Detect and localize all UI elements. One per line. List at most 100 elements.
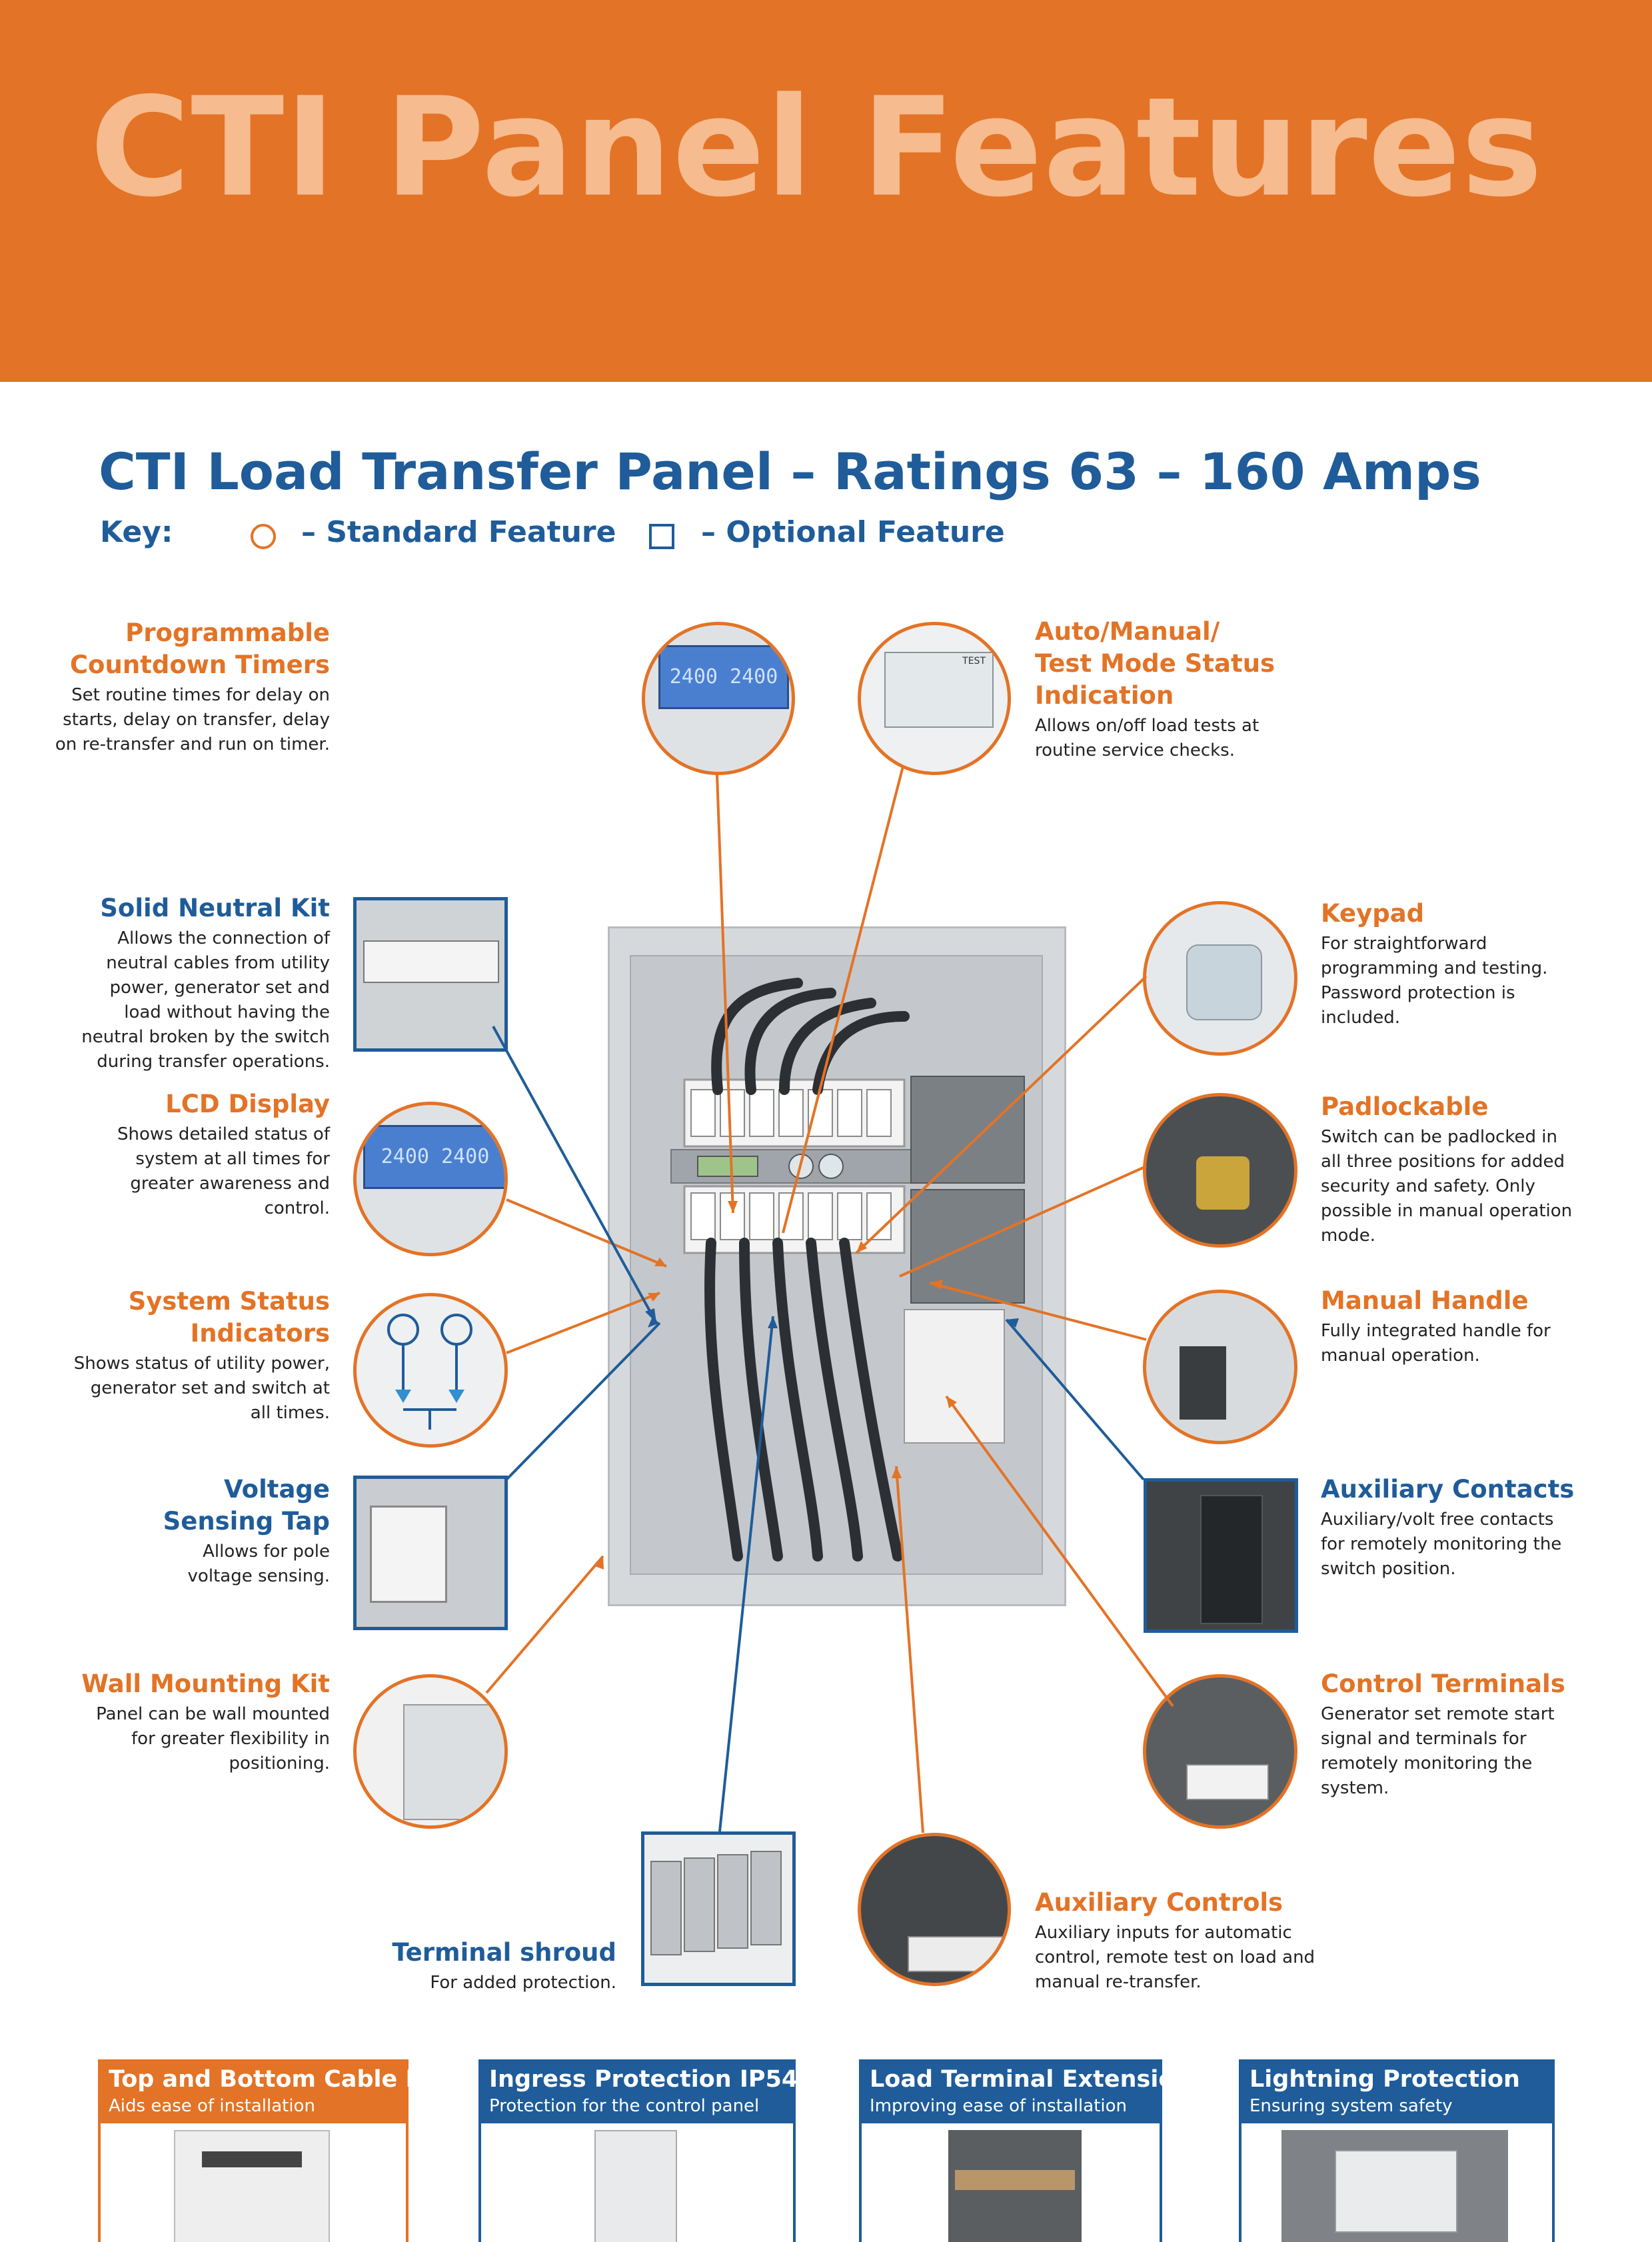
feature-terminal-shroud: Terminal shroud For added protection. — [217, 1936, 616, 1995]
feature-lcd-display: LCD Display Shows detailed status of sys… — [0, 1088, 330, 1221]
feature-desc: Panel can be wall mounted for greater fl… — [96, 1704, 330, 1773]
feature-title: Programmable — [125, 618, 330, 647]
lcd-screen: 2400 2400 — [363, 1125, 504, 1189]
system-status-thumbnail — [353, 1293, 508, 1448]
auxiliary-contacts-thumbnail — [1144, 1478, 1298, 1633]
feature-desc: Auxiliary inputs for automatic control, … — [1035, 1923, 1315, 1992]
feature-title: Auxiliary Contacts — [1321, 1475, 1575, 1504]
feature-title: Auto/Manual/ — [1035, 617, 1220, 646]
load-terminal-photo — [859, 2123, 1162, 2242]
wall-mounting-kit-thumbnail — [353, 1674, 508, 1829]
auxiliary-controls-thumbnail — [858, 1833, 1011, 1986]
voltage-sensing-tap-thumbnail — [353, 1476, 508, 1630]
status-schematic-icon — [387, 1314, 472, 1430]
feature-title: Wall Mounting Kit — [81, 1670, 330, 1698]
manual-handle-thumbnail — [1143, 1290, 1297, 1444]
feature-keypad: Keypad For straightforward programming a… — [1321, 897, 1641, 1030]
aux-contacts-leader-line — [1005, 1318, 1145, 1481]
feature-title: Indication — [1035, 681, 1174, 710]
band-cable-entry: Top and Bottom Cable Entry Aids ease of … — [98, 2059, 476, 2123]
feature-auxiliary-controls: Auxiliary Controls Auxiliary inputs for … — [1035, 1886, 1435, 1995]
feature-title: Keypad — [1321, 899, 1425, 928]
band-title: Ingress Protection IP54 — [489, 2066, 798, 2093]
feature-title: Sensing Tap — [163, 1507, 330, 1536]
feature-title: Padlockable — [1321, 1092, 1489, 1121]
surge-protector-illustration — [1281, 2130, 1508, 2242]
cable-entry-photo — [98, 2123, 409, 2242]
feature-title: Test Mode Status — [1035, 649, 1275, 678]
feature-control-terminals: Control Terminals Generator set remote s… — [1321, 1668, 1641, 1801]
feature-desc: Shows status of utility power, generator… — [73, 1354, 330, 1423]
solid-neutral-kit-thumbnail — [353, 897, 508, 1052]
status-leader-line — [506, 1292, 660, 1354]
padlock-icon — [1196, 1156, 1249, 1210]
band-subtitle: Protection for the control panel — [489, 2096, 760, 2116]
feature-title: Auxiliary Controls — [1035, 1888, 1283, 1917]
section-heading: CTI Load Transfer Panel – Ratings 63 – 1… — [99, 442, 1481, 501]
control-terminals-leader-line — [945, 1395, 1174, 1707]
lcd-leader-line — [506, 1198, 667, 1268]
neutral-terminal-block — [363, 940, 499, 983]
feature-desc: Switch can be padlocked in all three pos… — [1321, 1127, 1573, 1246]
standard-feature-circle-icon — [251, 524, 276, 549]
feature-title: System Status — [128, 1287, 330, 1316]
mounting-bracket — [403, 1704, 504, 1820]
feature-wall-mounting-kit: Wall Mounting Kit Panel can be wall moun… — [0, 1668, 330, 1776]
feature-desc: Set routine times for delay on starts, d… — [55, 685, 330, 754]
keypad-leader-line — [855, 975, 1148, 1254]
band-title: Load Terminal Extensions — [870, 2066, 1206, 2093]
feature-manual-handle: Manual Handle Fully integrated handle fo… — [1321, 1284, 1641, 1368]
ingress-protection-photo — [478, 2123, 796, 2242]
terminal-strip — [1186, 1764, 1269, 1800]
shroud-leader-line — [718, 1316, 774, 1832]
cable-gland-slot — [202, 2151, 302, 2167]
contact-module — [1200, 1495, 1263, 1624]
optional-feature-square-icon — [649, 524, 674, 549]
feature-desc: Generator set remote start signal and te… — [1321, 1704, 1555, 1798]
feature-solid-neutral-kit: Solid Neutral Kit Allows the connection … — [0, 892, 330, 1074]
shroud-illustration — [650, 1851, 782, 1955]
feature-desc: Shows detailed status of system at all t… — [117, 1124, 330, 1218]
feature-auxiliary-contacts: Auxiliary Contacts Auxiliary/volt free c… — [1321, 1473, 1641, 1582]
feature-voltage-sensing-tap: Voltage Sensing Tap Allows for pole volt… — [0, 1473, 330, 1589]
busbar — [955, 2170, 1075, 2190]
terminal-shroud-thumbnail — [641, 1831, 796, 1986]
timers-leader-line — [716, 774, 734, 1214]
feature-test-mode-status: Auto/Manual/ Test Mode Status Indication… — [1035, 615, 1435, 763]
page-title: CTI Panel Features — [90, 69, 1543, 227]
band-ingress-protection: Ingress Protection IP54 Protection for t… — [478, 2059, 798, 2123]
band-lightning-protection: Lightning Protection Ensuring system saf… — [1239, 2059, 1555, 2123]
feature-countdown-timers: Programmable Countdown Timers Set routin… — [0, 616, 330, 757]
handle-switch — [1180, 1346, 1226, 1420]
aux-terminal-block — [908, 1936, 1004, 1972]
voltage-tap-leader-line — [505, 1322, 661, 1481]
feature-desc: For straightforward programming and test… — [1321, 934, 1548, 1028]
feature-desc: Allows the connection of neutral cables … — [81, 928, 330, 1072]
terminal-extension-illustration — [948, 2130, 1082, 2242]
lightning-protection-photo — [1239, 2123, 1555, 2242]
padlockable-thumbnail — [1143, 1093, 1297, 1248]
feature-title: Solid Neutral Kit — [100, 894, 330, 922]
spd-module — [1335, 2150, 1457, 2233]
keypad-buttons — [1186, 944, 1262, 1020]
feature-title: Voltage — [224, 1475, 330, 1504]
feature-desc: Allows for pole voltage sensing. — [187, 1542, 330, 1586]
header-banner: CTI Panel Features — [0, 0, 1652, 382]
band-subtitle: Improving ease of installation — [870, 2096, 1128, 2116]
feature-desc: Fully integrated handle for manual opera… — [1321, 1321, 1551, 1366]
feature-title: Control Terminals — [1321, 1670, 1565, 1698]
neutral-leader-line — [492, 1026, 658, 1324]
sensing-tap-block — [370, 1506, 447, 1603]
feature-title: Manual Handle — [1321, 1286, 1529, 1315]
key-optional-label: – Optional Feature — [701, 515, 1005, 549]
feature-desc: Allows on/off load tests at routine serv… — [1035, 716, 1259, 760]
feature-padlockable: Padlockable Switch can be padlocked in a… — [1321, 1090, 1641, 1248]
lcd-display-thumbnail: 2400 2400 — [353, 1102, 508, 1256]
enclosure-illustration — [174, 2130, 330, 2242]
band-title: Lightning Protection — [1249, 2066, 1520, 2093]
feature-title: Countdown Timers — [69, 650, 330, 679]
feature-desc: Auxiliary/volt free contacts for remotel… — [1321, 1510, 1562, 1579]
feature-title: LCD Display — [165, 1090, 330, 1118]
feature-title: Terminal shroud — [392, 1938, 616, 1967]
